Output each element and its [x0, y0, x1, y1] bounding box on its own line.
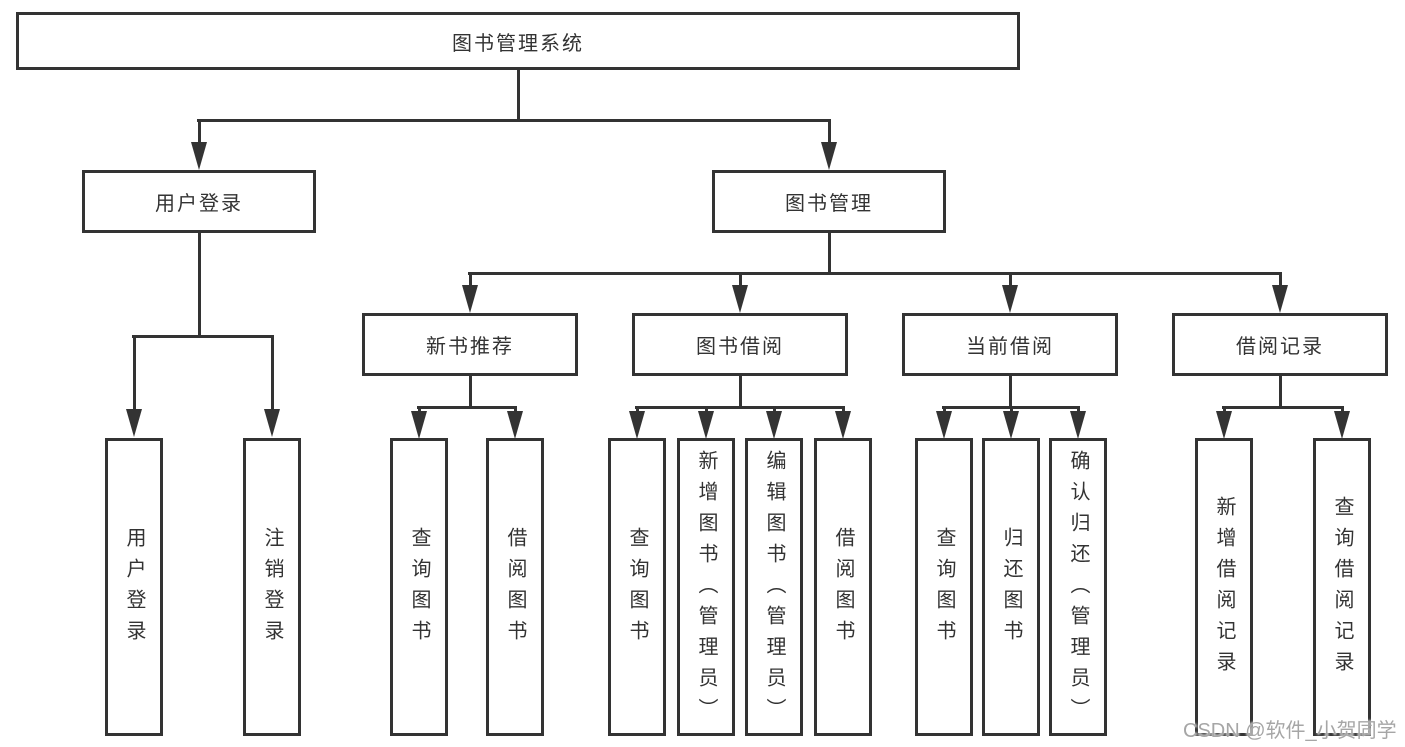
arrow-down-icon	[462, 274, 478, 313]
arrow-down-icon	[629, 407, 645, 439]
node-label: 图书借阅	[696, 336, 784, 358]
arrow-down-icon	[732, 274, 748, 313]
arrow-down-icon	[126, 337, 142, 437]
csdn-watermark: CSDN @软件_小贺同学	[1183, 720, 1397, 742]
leaf-query-books-recommend: 查询图书	[390, 438, 448, 736]
leaf-query-borrow-record: 查询借阅记录	[1313, 438, 1371, 736]
leaf-borrow-books-recommend: 借阅图书	[486, 438, 544, 736]
connector-recommend-split	[417, 406, 517, 409]
leaf-add-borrow-record: 新增借阅记录	[1195, 438, 1253, 736]
leaf-label: 新增借阅记录	[1213, 496, 1235, 682]
connector-level2-split	[197, 119, 831, 122]
leaf-label: 确认归还（管理员）	[1067, 449, 1089, 729]
arrow-down-icon	[1334, 407, 1350, 439]
connector-root-stem	[517, 69, 520, 120]
leaf-label: 用户登录	[123, 527, 145, 651]
connector-login-split	[132, 335, 274, 338]
connector-mgmt-stem	[828, 232, 831, 273]
leaf-user-login: 用户登录	[105, 438, 163, 736]
arrow-down-icon	[698, 407, 714, 439]
node-label: 新书推荐	[426, 336, 514, 358]
arrow-down-icon	[411, 407, 427, 439]
node-label: 借阅记录	[1236, 336, 1324, 358]
leaf-edit-book-admin: 编辑图书（管理员）	[745, 438, 803, 736]
arrow-down-icon	[766, 407, 782, 439]
node-label: 当前借阅	[966, 336, 1054, 358]
connector-level3-split	[468, 272, 1282, 275]
leaf-label: 注销登录	[261, 527, 283, 651]
leaf-label: 查询图书	[626, 527, 648, 651]
leaf-query-books-borrowing: 查询图书	[608, 438, 666, 736]
leaf-label: 编辑图书（管理员）	[763, 449, 785, 729]
arrow-down-icon	[264, 337, 280, 437]
leaf-query-books-current: 查询图书	[915, 438, 973, 736]
leaf-label: 借阅图书	[504, 527, 526, 651]
node-book-management: 图书管理	[712, 170, 946, 233]
connector-recommend-stem	[469, 375, 472, 407]
arrow-down-icon	[191, 121, 207, 170]
arrow-down-icon	[1272, 274, 1288, 313]
arrow-down-icon	[821, 121, 837, 170]
leaf-label: 查询图书	[933, 527, 955, 651]
leaf-label: 查询借阅记录	[1331, 496, 1353, 682]
connector-borrowing-stem	[739, 375, 742, 407]
connector-records-split	[1222, 406, 1344, 409]
leaf-logout: 注销登录	[243, 438, 301, 736]
arrow-down-icon	[936, 407, 952, 439]
node-label: 图书管理系统	[452, 32, 584, 55]
leaf-add-book-admin: 新增图书（管理员）	[677, 438, 735, 736]
connector-current-stem	[1009, 375, 1012, 407]
arrow-down-icon	[835, 407, 851, 439]
arrow-down-icon	[507, 407, 523, 439]
leaf-return-book: 归还图书	[982, 438, 1040, 736]
leaf-label: 归还图书	[1000, 527, 1022, 651]
node-book-borrowing: 图书借阅	[632, 313, 848, 376]
node-library-management-system: 图书管理系统	[16, 12, 1020, 70]
node-borrowing-records: 借阅记录	[1172, 313, 1388, 376]
connector-borrowing-split	[635, 406, 845, 409]
leaf-borrow-books-borrowing: 借阅图书	[814, 438, 872, 736]
arrow-down-icon	[1002, 274, 1018, 313]
leaf-confirm-return-admin: 确认归还（管理员）	[1049, 438, 1107, 736]
leaf-label: 借阅图书	[832, 527, 854, 651]
node-label: 用户登录	[155, 193, 243, 215]
node-new-book-recommend: 新书推荐	[362, 313, 578, 376]
arrow-down-icon	[1070, 407, 1086, 439]
connector-login-stem	[198, 232, 201, 336]
leaf-label: 新增图书（管理员）	[695, 449, 717, 729]
connector-records-stem	[1279, 375, 1282, 407]
arrow-down-icon	[1003, 407, 1019, 439]
node-current-borrowing: 当前借阅	[902, 313, 1118, 376]
node-label: 图书管理	[785, 193, 873, 215]
node-user-login: 用户登录	[82, 170, 316, 233]
arrow-down-icon	[1216, 407, 1232, 439]
leaf-label: 查询图书	[408, 527, 430, 651]
